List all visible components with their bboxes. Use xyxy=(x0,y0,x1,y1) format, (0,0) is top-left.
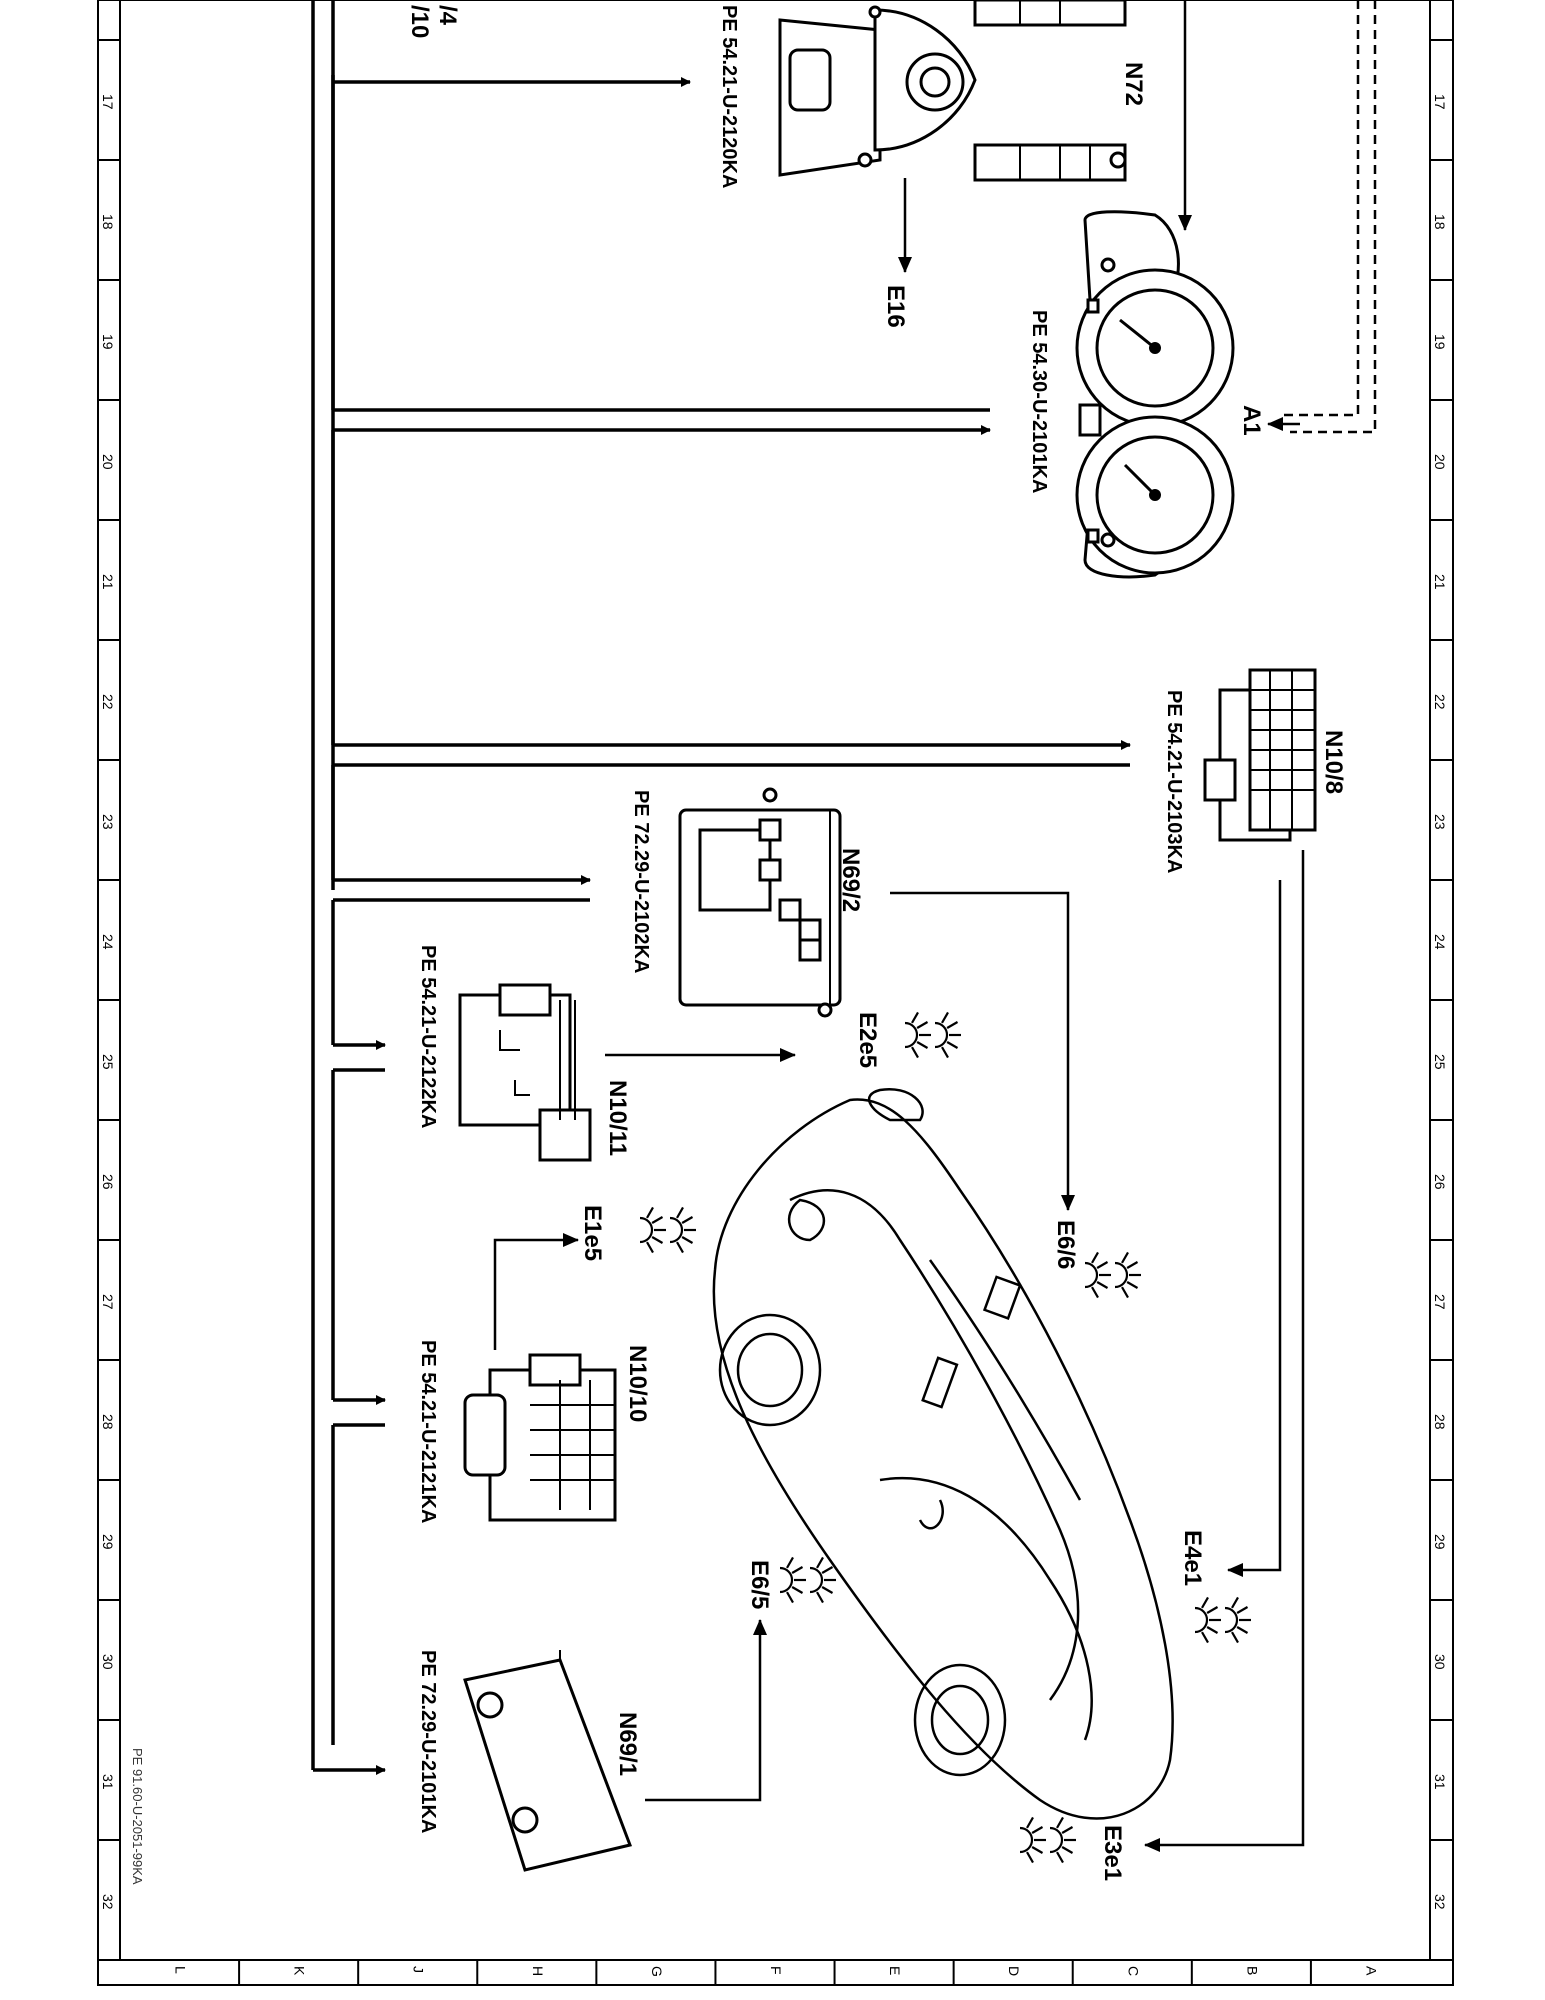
grid-number-right: 20 xyxy=(1432,454,1448,470)
n10-10-label: N10/10 xyxy=(624,1345,651,1422)
bus-wiring xyxy=(311,0,1131,1775)
e2e5-lamp-icon xyxy=(904,1011,961,1059)
grid-letter: J xyxy=(411,1966,427,1973)
grid-number-right: 24 xyxy=(1432,934,1448,950)
e2e5-label: E2e5 xyxy=(854,1012,881,1068)
grid-number-right: 19 xyxy=(1432,334,1448,350)
document-id: PE 91.60-U-2051-99KA xyxy=(130,1748,145,1885)
n10-8-ref: PE 54.21-U-2103KA xyxy=(1163,690,1185,873)
n69-2-to-e6-6-line xyxy=(890,891,1075,1211)
grid-number-right: 31 xyxy=(1432,1774,1448,1790)
grid-number-left: 24 xyxy=(100,934,116,950)
grid-number-left: 28 xyxy=(100,1414,116,1430)
grid-number-left: 18 xyxy=(100,214,116,230)
grid-numbers-right: 1617181920212223242526272829303132 xyxy=(1430,39,1453,1910)
grid-number-right: 28 xyxy=(1432,1414,1448,1430)
e1e5-label: E1e5 xyxy=(579,1205,606,1261)
grid-number-right: 23 xyxy=(1432,814,1448,830)
grid-numbers-left: 1617181920212223242526272829303132 xyxy=(98,39,120,1910)
n72-overhead-panel xyxy=(778,0,1127,182)
grid-number-left: 27 xyxy=(100,1294,116,1310)
e3e1-label: E3e1 xyxy=(1099,1825,1126,1881)
grid-number-left: 29 xyxy=(100,1534,116,1550)
grid-number-left: 17 xyxy=(100,94,116,110)
a1-label: A1 xyxy=(1238,405,1265,436)
e4e1-label: E4e1 xyxy=(1179,1530,1206,1586)
a1-instrument-cluster xyxy=(1075,210,1235,579)
n10-8-to-e4e1-line xyxy=(1227,880,1282,1577)
n69-1-to-e6-5-line xyxy=(645,1619,767,1802)
grid-letter: L xyxy=(173,1966,189,1974)
n10-8-fuse-module xyxy=(1203,668,1317,842)
grid-number-right: 29 xyxy=(1432,1534,1448,1550)
dashed-signal-lines xyxy=(1267,0,1377,434)
grid-number-right: 27 xyxy=(1432,1294,1448,1310)
n69-1-ref: PE 72.29-U-2101KA xyxy=(417,1650,439,1833)
n10-10-sam-module xyxy=(463,1353,617,1522)
n10-8-to-e3e1-line xyxy=(1144,850,1305,1852)
a1-ref: PE 54.30-U-2101KA xyxy=(1028,310,1050,493)
grid-letter: E xyxy=(887,1966,903,1975)
grid-number-right: 21 xyxy=(1432,574,1448,590)
top-fragment-text: /4 /10 xyxy=(406,5,461,38)
n69-1-door-module xyxy=(463,1650,633,1872)
grid-number-right: 32 xyxy=(1432,1894,1448,1910)
e6-6-lamp-icon xyxy=(1084,1251,1141,1299)
n69-1-label: N69/1 xyxy=(614,1712,641,1776)
n10-11-ref: PE 54.21-U-2122KA xyxy=(417,945,439,1128)
grid-letter: H xyxy=(530,1966,546,1976)
grid-number-right: 22 xyxy=(1432,694,1448,710)
grid-number-left: 25 xyxy=(100,1054,116,1070)
grid-letter: A xyxy=(1363,1966,1379,1976)
grid-number-left: 23 xyxy=(100,814,116,830)
grid-letter: D xyxy=(1006,1966,1022,1976)
e3e1-lamp-icon xyxy=(1019,1816,1076,1864)
drawing-frame xyxy=(97,0,1454,1986)
grid-number-left: 32 xyxy=(100,1894,116,1910)
grid-letter: K xyxy=(292,1966,308,1976)
vehicle-outline xyxy=(712,1087,1174,1820)
e6-5-lamp-icon xyxy=(779,1556,836,1604)
n10-8-label: N10/8 xyxy=(1320,730,1347,794)
grid-number-left: 22 xyxy=(100,694,116,710)
grid-number-left: 31 xyxy=(100,1774,116,1790)
n72-ref: PE 54.21-U-2120KA xyxy=(718,5,740,188)
n69-2-door-module xyxy=(678,787,842,1018)
grid-number-left: 21 xyxy=(100,574,116,590)
grid-number-right: 18 xyxy=(1432,214,1448,230)
n72-label: N72 xyxy=(1120,62,1147,106)
e6-5-label: E6/5 xyxy=(746,1560,773,1609)
n10-11-sam-module xyxy=(458,983,592,1162)
n10-10-to-e1e5-line xyxy=(493,1233,579,1350)
grid-number-right: 17 xyxy=(1432,94,1448,110)
e1e5-lamp-icon xyxy=(639,1206,696,1254)
n10-11-label: N10/11 xyxy=(604,1080,631,1156)
e6-6-label: E6/6 xyxy=(1052,1220,1079,1269)
grid-number-right: 25 xyxy=(1432,1054,1448,1070)
grid-number-left: 19 xyxy=(100,334,116,350)
grid-number-left: 20 xyxy=(100,454,116,470)
grid-letter: C xyxy=(1125,1966,1141,1976)
e4e1-lamp-icon xyxy=(1194,1596,1251,1644)
n10-10-ref: PE 54.21-U-2121KA xyxy=(417,1340,439,1523)
n69-2-ref: PE 72.29-U-2102KA xyxy=(630,790,652,973)
grid-number-left: 30 xyxy=(100,1654,116,1670)
grid-letter: B xyxy=(1244,1966,1260,1975)
grid-number-left: 26 xyxy=(100,1174,116,1190)
n69-2-label: N69/2 xyxy=(837,848,864,912)
grid-letter: F xyxy=(768,1966,784,1975)
grid-number-right: 26 xyxy=(1432,1174,1448,1190)
e16-label: E16 xyxy=(882,285,909,328)
grid-letter: G xyxy=(649,1966,665,1977)
grid-number-right: 30 xyxy=(1432,1654,1448,1670)
